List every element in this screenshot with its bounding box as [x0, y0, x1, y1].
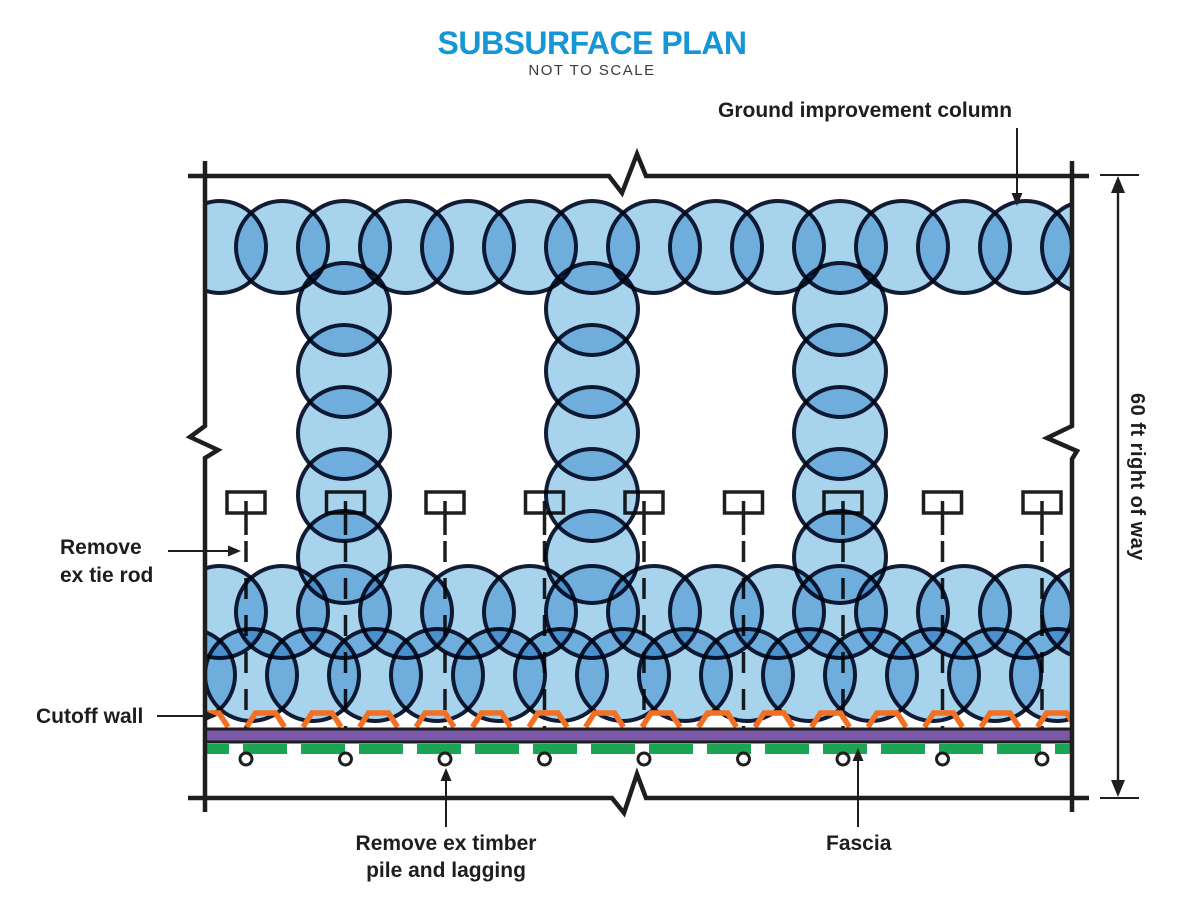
bottom-border-breakline	[188, 767, 1089, 818]
top-border-breakline	[188, 147, 1089, 198]
dimension-arrowhead-top	[1111, 176, 1125, 193]
dimension-line-60ft	[1100, 174, 1139, 799]
ground-improvement-column-field	[205, 199, 1072, 723]
left-border-breakline	[185, 161, 223, 812]
label-fascia: Fascia	[826, 832, 892, 855]
timber-pile-circles	[238, 751, 1050, 767]
label-remove-ex-timber: Remove ex timber pile and lagging	[355, 832, 537, 882]
label-ground-improvement-column: Ground improvement column	[718, 99, 1013, 122]
remove-timber-arrow	[440, 768, 452, 827]
fascia-arrow	[852, 748, 864, 827]
label-remove-ex-tie-rod: Remove ex tie rod	[60, 536, 154, 587]
ground-improvement-arrow	[1011, 128, 1023, 206]
fascia-bar	[205, 727, 1072, 744]
page-title: SUBSURFACE PLAN	[437, 25, 747, 61]
label-cutoff-wall: Cutoff wall	[36, 705, 144, 728]
remove-tie-rod-arrow	[168, 545, 241, 557]
right-border-breakline	[1041, 161, 1081, 812]
page-subtitle: NOT TO SCALE	[528, 62, 656, 79]
cutoff-wall-arrow	[157, 710, 217, 722]
dimension-arrowhead-bottom	[1111, 780, 1125, 797]
label-60ft-right-of-way: 60 ft right of way	[1126, 393, 1148, 561]
